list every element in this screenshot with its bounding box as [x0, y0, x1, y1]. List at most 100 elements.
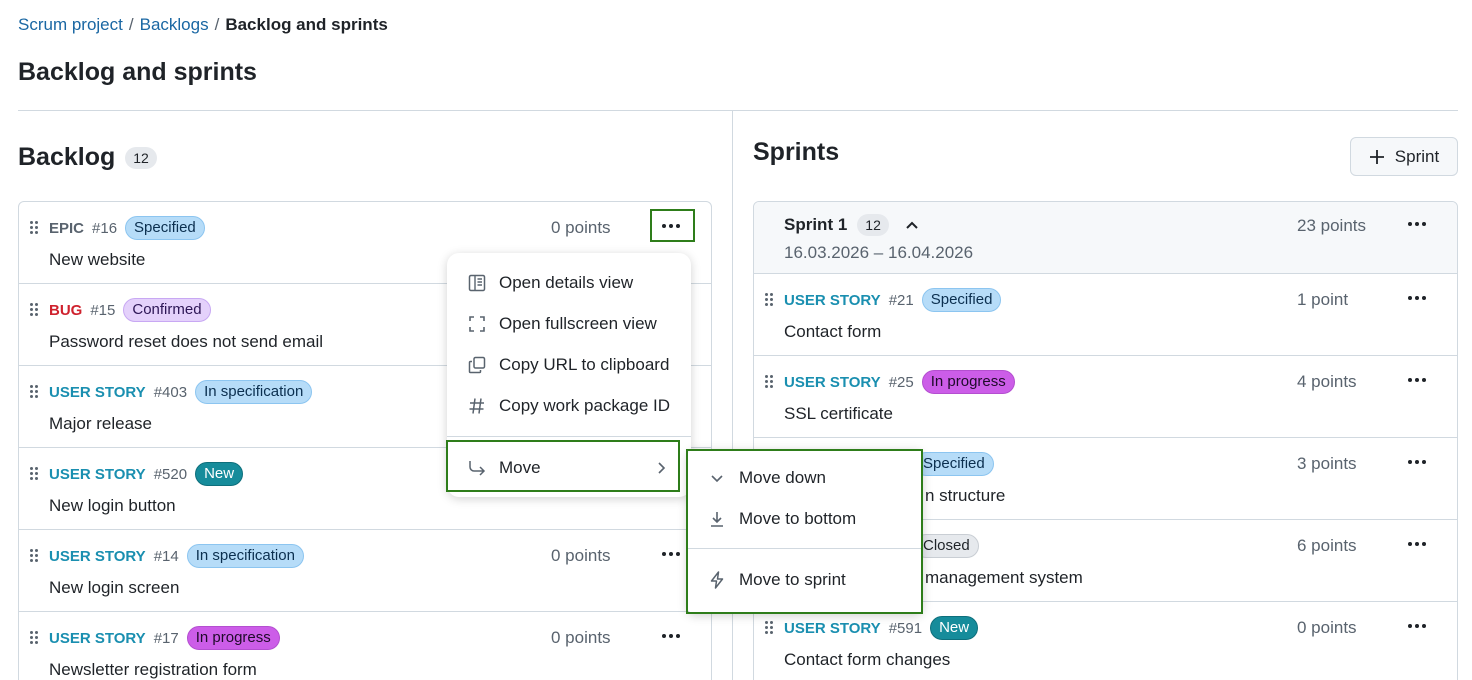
- details-view-icon: [467, 273, 487, 293]
- more-actions-icon[interactable]: [658, 626, 684, 646]
- wp-id[interactable]: #21: [888, 291, 914, 309]
- add-sprint-label: Sprint: [1394, 146, 1440, 166]
- submenu-divider: [687, 548, 923, 549]
- sprint-item[interactable]: USER STORY #25 In progress SSL certifica…: [754, 356, 1457, 438]
- chevron-up-icon[interactable]: [905, 220, 919, 230]
- more-actions-icon[interactable]: [658, 216, 684, 236]
- story-points: 6 points: [1297, 536, 1357, 555]
- breadcrumb-link-project[interactable]: Scrum project: [18, 15, 123, 34]
- move-arrow-icon: [467, 458, 487, 478]
- wp-id[interactable]: #17: [153, 629, 179, 647]
- wp-type: BUG: [49, 301, 83, 319]
- menu-item-move[interactable]: Move: [447, 448, 691, 488]
- wp-subject[interactable]: SSL certificate: [784, 404, 893, 423]
- item-meta: USER STORY #14 In specification: [49, 544, 304, 568]
- wp-id[interactable]: #403: [153, 383, 188, 401]
- item-meta: EPIC #16 Specified: [49, 216, 205, 240]
- drag-handle-icon[interactable]: [30, 385, 38, 399]
- sprint-name: Sprint 1: [784, 215, 848, 234]
- wp-subject[interactable]: n structure: [925, 486, 1006, 505]
- status-badge: In progress: [921, 370, 1015, 394]
- submenu-item-move-bottom[interactable]: Move to bottom: [687, 499, 923, 539]
- submenu-item-move-sprint[interactable]: Move to sprint: [687, 560, 923, 600]
- submenu-item-label: Move to bottom: [739, 509, 857, 528]
- backlog-item[interactable]: EPIC #16 Specified New website 0 points: [19, 202, 711, 284]
- wp-id[interactable]: #15: [90, 301, 116, 319]
- wp-subject[interactable]: Password reset does not send email: [49, 332, 324, 351]
- wp-type: USER STORY: [49, 629, 146, 647]
- focus-outline: [686, 449, 923, 614]
- breadcrumb: Scrum project / Backlogs / Backlog and s…: [18, 15, 388, 35]
- menu-item-copy-url[interactable]: Copy URL to clipboard: [447, 345, 691, 385]
- story-points: 4 points: [1297, 372, 1357, 391]
- drag-handle-icon[interactable]: [30, 549, 38, 563]
- drag-handle-icon[interactable]: [30, 467, 38, 481]
- submenu-item-move-down[interactable]: Move down: [687, 458, 923, 498]
- status-badge: Specified: [125, 216, 205, 240]
- backlog-item[interactable]: USER STORY #403 In specification Major r…: [19, 366, 711, 448]
- backlog-item[interactable]: BUG #15 Confirmed Password reset does no…: [19, 284, 711, 366]
- status-badge: New: [930, 616, 979, 640]
- drag-handle-icon[interactable]: [30, 631, 38, 645]
- status-badge: Specified: [914, 452, 994, 476]
- breadcrumb-link-backlogs[interactable]: Backlogs: [139, 15, 209, 34]
- story-points: 3 points: [1297, 454, 1357, 473]
- backlog-list: EPIC #16 Specified New website 0 points …: [18, 201, 712, 680]
- focus-outline: [446, 440, 680, 492]
- item-meta: Closed: [914, 534, 979, 558]
- wp-id[interactable]: #520: [153, 465, 188, 483]
- wp-subject[interactable]: Contact form changes: [784, 650, 951, 669]
- title-divider: [18, 110, 1458, 111]
- backlog-header: Backlog 12: [18, 143, 157, 172]
- chevron-down-icon: [707, 468, 727, 488]
- backlog-item[interactable]: USER STORY #520 New New login button: [19, 448, 711, 530]
- menu-item-label: Open details view: [499, 273, 634, 292]
- sprint-item[interactable]: Closed management system 6 points: [754, 520, 1457, 602]
- story-points: 0 points: [1297, 618, 1357, 637]
- wp-subject[interactable]: Newsletter registration form: [49, 660, 257, 679]
- wp-subject[interactable]: management system: [925, 568, 1083, 587]
- wp-id[interactable]: #14: [153, 547, 179, 565]
- wp-id[interactable]: #16: [92, 219, 118, 237]
- item-meta: USER STORY #403 In specification: [49, 380, 313, 404]
- sprint-item[interactable]: USER STORY #591 New Contact form changes…: [754, 602, 1457, 680]
- more-actions-icon[interactable]: [1404, 370, 1430, 390]
- drag-handle-icon[interactable]: [765, 621, 773, 635]
- wp-subject[interactable]: New website: [49, 250, 146, 269]
- backlog-item[interactable]: USER STORY #14 In specification New logi…: [19, 530, 711, 612]
- wp-subject[interactable]: New login button: [49, 496, 176, 515]
- drag-handle-icon[interactable]: [30, 221, 38, 235]
- sprint-more-actions-icon[interactable]: [1404, 214, 1430, 234]
- item-meta: USER STORY #25 In progress: [784, 370, 1015, 394]
- wp-id[interactable]: #25: [888, 373, 914, 391]
- wp-subject[interactable]: Major release: [49, 414, 152, 433]
- drag-handle-icon[interactable]: [30, 303, 38, 317]
- more-actions-icon[interactable]: [1404, 534, 1430, 554]
- more-actions-icon[interactable]: [1404, 288, 1430, 308]
- menu-item-open-details[interactable]: Open details view: [447, 263, 691, 303]
- sprint-header[interactable]: Sprint 1 12 16.03.2026 – 16.04.2026 23 p…: [754, 202, 1457, 274]
- more-actions-icon[interactable]: [658, 544, 684, 564]
- story-points: 1 point: [1297, 290, 1349, 309]
- backlog-item[interactable]: USER STORY #17 In progress Newsletter re…: [19, 612, 711, 680]
- menu-item-copy-id[interactable]: Copy work package ID: [447, 386, 691, 426]
- menu-item-label: Copy work package ID: [499, 396, 671, 415]
- drag-handle-icon[interactable]: [765, 293, 773, 307]
- menu-divider: [447, 436, 691, 437]
- move-submenu: Move down Move to bottom Move to sprint: [687, 449, 923, 614]
- add-sprint-button[interactable]: Sprint: [1350, 137, 1458, 176]
- sprints-header: Sprints: [753, 138, 839, 167]
- drag-handle-icon[interactable]: [765, 375, 773, 389]
- status-badge: Confirmed: [123, 298, 211, 322]
- menu-item-open-fullscreen[interactable]: Open fullscreen view: [447, 304, 691, 344]
- sprint-item[interactable]: USER STORY #21 Specified Contact form 1 …: [754, 274, 1457, 356]
- sprint-item[interactable]: Specified n structure 3 points: [754, 438, 1457, 520]
- wp-subject[interactable]: New login screen: [49, 578, 180, 597]
- item-meta: Specified: [914, 452, 994, 476]
- wp-subject[interactable]: Contact form: [784, 322, 882, 341]
- more-actions-icon[interactable]: [1404, 452, 1430, 472]
- wp-id[interactable]: #591: [888, 619, 923, 637]
- sprint-dates: 16.03.2026 – 16.04.2026: [784, 243, 974, 262]
- more-actions-icon[interactable]: [1404, 616, 1430, 636]
- wp-type: USER STORY: [49, 547, 146, 565]
